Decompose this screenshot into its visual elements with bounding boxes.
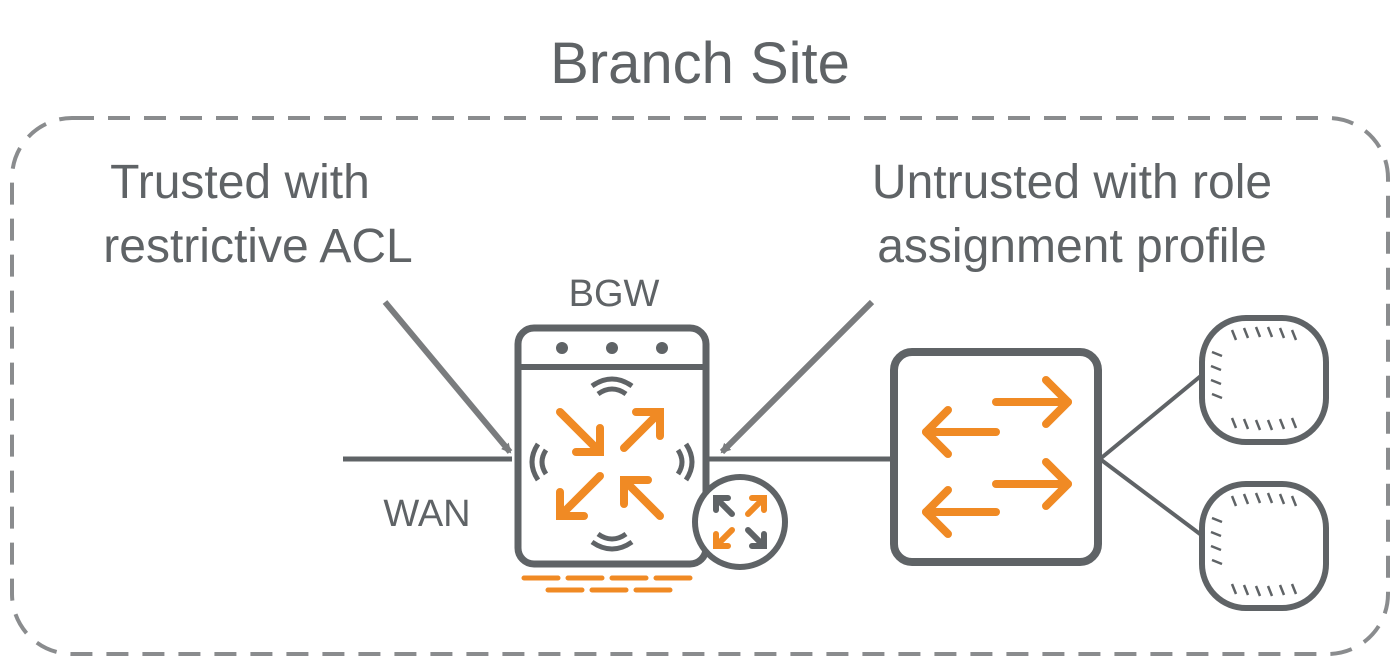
access-point-icon: [1199, 315, 1329, 445]
switch-icon: [890, 348, 1102, 566]
access-point-icon: [1199, 481, 1329, 611]
switch-ap1-link: [1098, 368, 1210, 461]
trusted-label-line1: Trusted with: [110, 156, 370, 209]
diagram-title: Branch Site: [550, 31, 850, 96]
untrusted-label-line1: Untrusted with role: [872, 156, 1272, 209]
trusted-pointer-arrow: [382, 300, 513, 454]
switch-ap2-link: [1098, 457, 1210, 542]
site-boundary: [10, 116, 1390, 656]
branch-gateway-icon: [514, 324, 788, 593]
trusted-label-line2: restrictive ACL: [103, 220, 412, 273]
wan-label: WAN: [383, 493, 470, 535]
untrusted-label-line2: assignment profile: [877, 220, 1267, 273]
untrusted-pointer-arrow: [719, 299, 875, 455]
gateway-label: BGW: [569, 273, 660, 315]
